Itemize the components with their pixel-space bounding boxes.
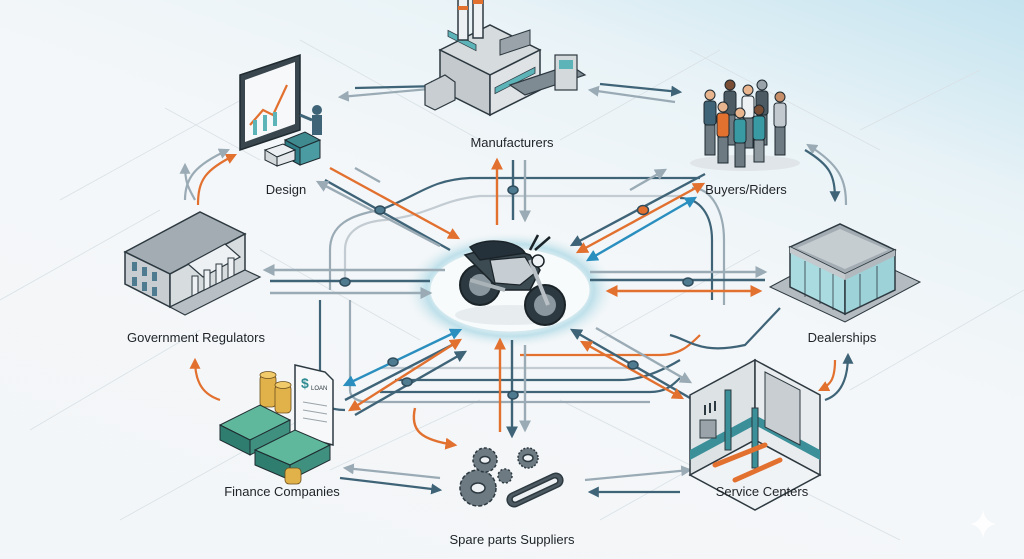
sparkle-icon — [970, 510, 996, 538]
svg-text:$: $ — [301, 375, 309, 391]
node-label-manufacturers: Manufacturers — [470, 135, 554, 150]
presentation-chart-icon — [239, 53, 322, 167]
storefront-icon — [768, 223, 922, 323]
people-group-icon — [690, 79, 800, 171]
node-label-dealerships: Dealerships — [808, 330, 877, 345]
money-loan-icon: $ LOAN — [218, 364, 334, 485]
arrow-regulators-design — [196, 154, 237, 206]
arrow-hub-service — [579, 340, 685, 400]
background-grid — [0, 39, 1024, 541]
node-label-regulators: Government Regulators — [127, 330, 266, 345]
node-label-finance: Finance Companies — [224, 484, 340, 499]
arrow-manufacturers-buyers — [599, 82, 683, 97]
node-label-service: Service Centers — [716, 484, 809, 499]
factory-icon — [424, 0, 587, 117]
gears-chain-icon — [459, 447, 564, 508]
arrows — [262, 157, 768, 450]
arrow-finance-spareparts — [339, 476, 443, 495]
arrow-hub-buyers — [575, 182, 706, 254]
node-label-design: Design — [266, 182, 306, 197]
junction-dots — [339, 185, 694, 400]
node-label-buyers: Buyers/Riders — [705, 182, 787, 197]
motorcycle-icon — [455, 234, 566, 326]
government-building-icon — [123, 211, 262, 316]
loan-document-text: LOAN — [311, 386, 327, 392]
garage-icon — [688, 358, 822, 511]
arrow-design-to-hub — [329, 166, 461, 240]
ring-arrows — [179, 80, 854, 498]
node-label-spareparts: Spare parts Suppliers — [449, 532, 575, 547]
